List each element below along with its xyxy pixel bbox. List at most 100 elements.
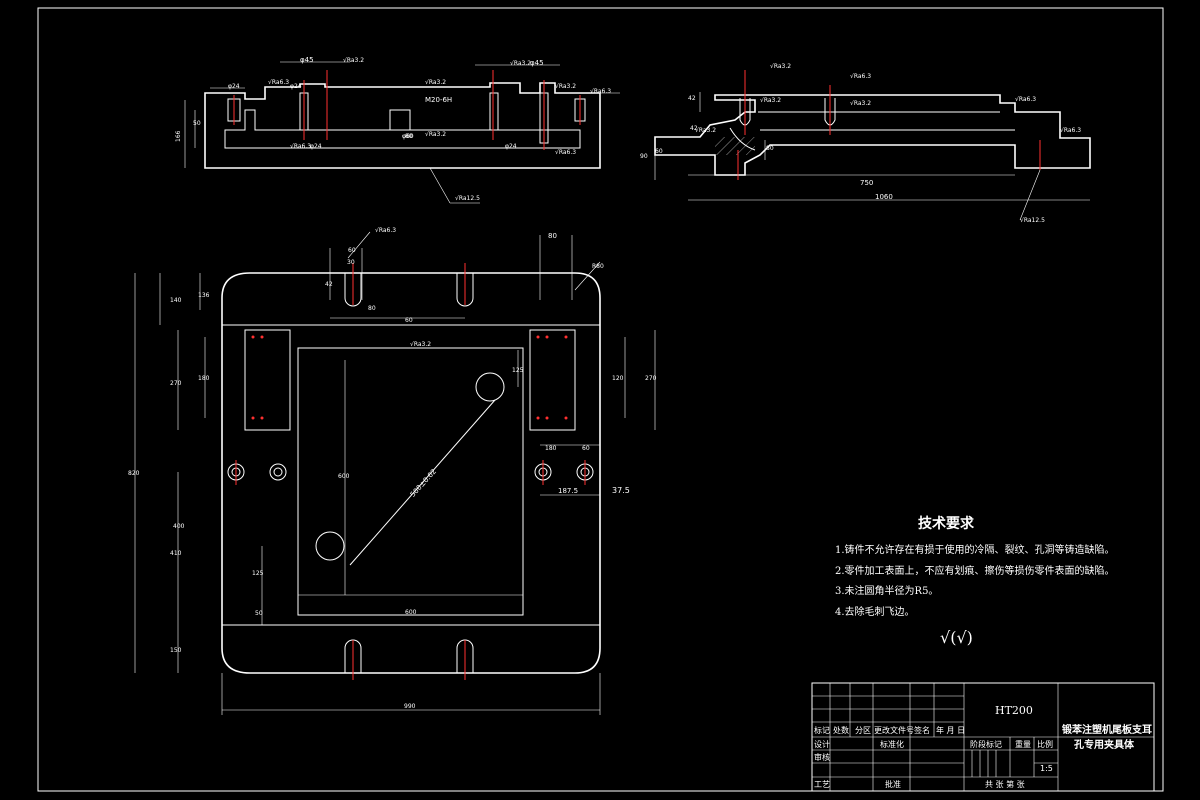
plan-dim-50: 50 (255, 610, 263, 617)
tech-requirements: 技术要求 1.铸件不允许存在有损于使用的冷隔、裂纹、孔洞等铸造缺陷。 2.零件加… (835, 515, 1115, 647)
tb-stage: 阶段标记 (970, 739, 1002, 749)
tb-date: 年 月 日 (936, 725, 965, 735)
plan-dim-80b: 80 (368, 305, 376, 312)
tb-standardize: 标准化 (880, 739, 904, 749)
plan-dim-410: 410 (170, 550, 182, 557)
tb-process: 工艺 (814, 780, 830, 789)
side-callout-2: √Ra6.3 (850, 73, 871, 80)
callout-6: √Ra3.2 (510, 60, 531, 67)
dim-166: 166 (175, 130, 182, 142)
tb-scale-value: 1:5 (1040, 764, 1053, 773)
plan-dim-136: 136 (198, 292, 210, 299)
callout-1: φ45 (300, 56, 314, 64)
tech-item-1: 1.铸件不允许存在有损于使用的冷隔、裂纹、孔洞等铸造缺陷。 (835, 543, 1115, 556)
plan-dim-187: 187.5 (558, 487, 578, 495)
plan-ra63: √Ra6.3 (375, 227, 396, 234)
plan-dim-60b: 60 (405, 317, 413, 324)
callout-3: √Ra6.3 (268, 79, 289, 86)
center-square (297, 347, 524, 616)
tb-material: HT200 (995, 704, 1033, 717)
section-hole-2 (489, 92, 499, 131)
section-view-top: φ45 √Ra3.2 √Ra6.3 √Ra3.2 φ45 √Ra3.2 M20-… (175, 56, 620, 204)
plan-dim-120r: 120 (612, 375, 624, 382)
plan-dim-125r: 125 (512, 367, 524, 374)
tb-zone: 分区 (855, 726, 871, 735)
tech-title: 技术要求 (918, 515, 975, 532)
side-callout-8: √Ra6.3 (1060, 127, 1081, 134)
plan-dim-400: 400 (173, 523, 185, 530)
tech-item-4: 4.去除毛刺飞边。 (835, 605, 915, 618)
plan-dim-270: 270 (170, 380, 182, 387)
callout-11: √Ra6.3 (555, 149, 576, 156)
pad-left (244, 329, 291, 431)
tb-part-name-1: 锻苯注塑机尾板支耳 (1062, 723, 1152, 736)
plan-dim-diag: 500±0.02 (409, 468, 438, 499)
callout-4: √Ra3.2 (425, 79, 446, 86)
side-dim-80: 80 (766, 145, 774, 152)
plan-dim-990: 990 (404, 703, 416, 710)
plan-dim-600v: 600 (338, 473, 350, 480)
side-dim-42b: 42 (690, 125, 698, 132)
tb-mark: 标记 (814, 725, 830, 735)
pad-right (529, 329, 576, 431)
sheet-border (37, 7, 1164, 792)
side-dim-750: 750 (860, 179, 873, 187)
tb-check: 审核 (814, 752, 830, 762)
side-callout-6: √Ra6.3 (1015, 96, 1036, 103)
plan-dim-80-top: 80 (548, 232, 557, 240)
side-callout-1: √Ra3.2 (770, 63, 791, 70)
dim-phi24-1: φ24 (228, 83, 240, 90)
dim-phi24-4: φ24 (505, 143, 517, 150)
plan-dim-30: 30 (347, 259, 355, 266)
plan-dim-r80: R80 (592, 263, 604, 270)
callout-8: √Ra6.3 (290, 143, 311, 150)
tb-sheet: 共 张 第 张 (985, 779, 1025, 789)
tb-approve: 批准 (885, 779, 901, 789)
plan-dim-60r: 60 (582, 445, 590, 452)
dim-80: 80 (405, 133, 413, 140)
plan-view: 80 60 30 42 60 80 R80 140 136 270 180 82… (128, 227, 657, 715)
plan-dim-270r: 270 (645, 375, 657, 382)
plan-ra32: √Ra3.2 (410, 341, 431, 348)
side-callout-5: √Ra3.2 (695, 127, 716, 134)
side-dim-90: 90 (640, 153, 648, 160)
tech-item-3: 3.未注圆角半径为R5。 (835, 584, 938, 597)
callout-10: √Ra6.3 (590, 88, 611, 95)
dim-phi24-3: φ24 (310, 143, 322, 150)
side-callout-3: √Ra3.2 (760, 97, 781, 104)
side-callout-7: √Ra12.5 (1020, 217, 1045, 224)
tb-change: 更改文件号 (874, 725, 914, 735)
dim-phi60: φ60 (402, 133, 414, 140)
side-dim-42: 42 (688, 95, 696, 102)
plan-dim-820: 820 (128, 470, 140, 477)
tech-item-2: 2.零件加工表面上，不应有划痕、擦伤等损伤零件表面的缺陷。 (835, 564, 1115, 577)
plan-dim-60a: 60 (348, 247, 356, 254)
section-body (204, 82, 601, 169)
side-profile (654, 94, 1091, 176)
plan-dim-180: 180 (198, 375, 210, 382)
tb-weight: 重量 (1015, 739, 1031, 749)
callout-2: √Ra3.2 (343, 57, 364, 64)
hole-large-2 (315, 531, 345, 561)
callout-thread: M20-6H (425, 96, 452, 104)
plate-outline (221, 272, 601, 674)
plan-dim-37: 37.5 (612, 486, 630, 495)
plan-dim-125: 125 (252, 570, 264, 577)
side-callout-4: √Ra3.2 (850, 100, 871, 107)
section-tap (389, 109, 411, 131)
tb-part-name-2: 孔专用夹具体 (1074, 738, 1135, 751)
callout-9: √Ra3.2 (555, 83, 576, 90)
tb-design: 设计 (814, 739, 830, 749)
callout-5: φ45 (530, 59, 544, 67)
plan-dim-42: 42 (325, 281, 333, 288)
plan-dim-600h: 600 (405, 609, 417, 616)
tb-sign: 签名 (914, 725, 930, 735)
side-view: √Ra3.2 √Ra6.3 √Ra3.2 √Ra3.2 √Ra3.2 √Ra6.… (640, 63, 1091, 224)
side-dim-60: 60 (655, 148, 663, 155)
hole-large-1 (475, 372, 505, 402)
dim-phi24-2: φ24 (290, 83, 302, 90)
tb-count: 处数 (833, 725, 849, 735)
plan-dim-180r: 180 (545, 445, 557, 452)
plan-dim-150: 150 (170, 647, 182, 654)
